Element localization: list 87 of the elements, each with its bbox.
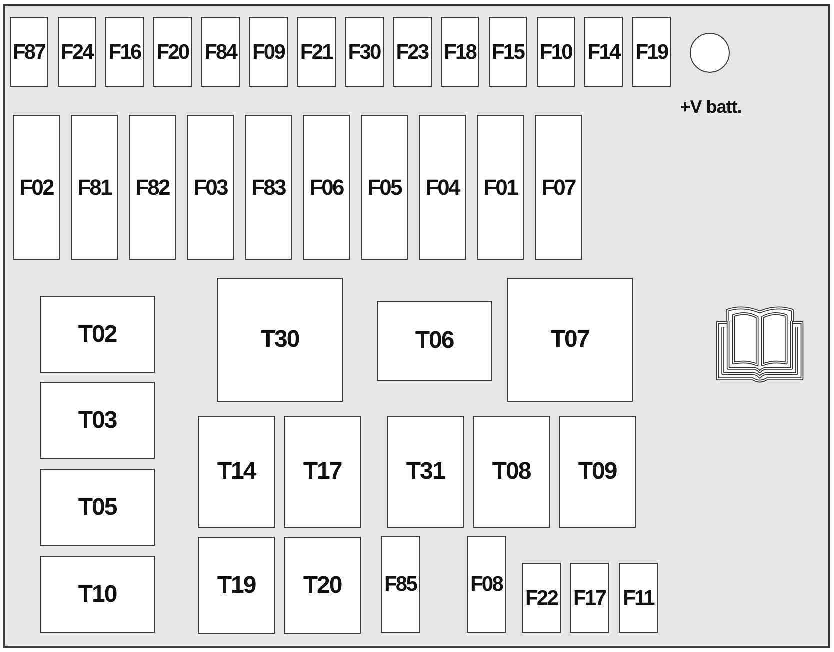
fuse-number: F04 [426, 176, 460, 198]
fuse-slot [570, 563, 609, 633]
fuse-slot [12, 115, 60, 260]
relay-number: T03 [78, 408, 117, 432]
relay-number: T05 [78, 496, 117, 520]
relay-slot [284, 537, 361, 634]
relay-number: T19 [217, 574, 256, 598]
relay-slot [559, 416, 636, 528]
fuse-number: F21 [300, 42, 332, 62]
fuse-number: F24 [60, 42, 93, 62]
fuse-number: F23 [396, 42, 428, 62]
fuse-number: F19 [636, 42, 668, 62]
fuse-number: F87 [12, 42, 45, 62]
fuse-number: F05 [368, 176, 402, 198]
fuse-number: F83 [252, 176, 286, 198]
fuse-slot [584, 17, 624, 87]
fuse-slot [153, 17, 192, 87]
fuse-slot [522, 563, 561, 633]
fuse-slot [128, 115, 176, 260]
fuse-number: F02 [20, 176, 54, 198]
fuse-number: F20 [156, 42, 189, 62]
fuse-slot [632, 17, 672, 87]
relay-slot [40, 296, 155, 373]
relay-slot [40, 556, 155, 633]
relay-slot [473, 416, 550, 528]
relay-number: T30 [260, 328, 300, 352]
fuse-slot [249, 17, 288, 87]
fuse-slot [619, 563, 658, 633]
relay-number: T08 [492, 460, 531, 484]
fuse-number: F11 [623, 588, 654, 608]
fuse-slot [58, 17, 96, 87]
fuse-slot [344, 17, 384, 87]
fuse-slot [440, 17, 480, 87]
relay-number: T02 [78, 322, 117, 346]
fuse-number: F14 [588, 42, 620, 62]
fuse-number: F07 [542, 176, 576, 198]
relay-number: T17 [303, 460, 342, 484]
fuse-number: F82 [136, 176, 170, 198]
fuse-slot [302, 115, 350, 260]
fuse-number: F03 [194, 176, 228, 198]
fuse-slot [244, 115, 292, 260]
relay-slot [387, 416, 464, 528]
relay-slot [198, 537, 275, 634]
fuse-slot [297, 17, 336, 87]
fuse-number: F09 [252, 42, 284, 62]
fuse-number: F08 [470, 574, 502, 595]
relay-number: T20 [303, 574, 342, 598]
relay-number: T14 [217, 460, 256, 484]
fuse-number: F15 [492, 42, 524, 62]
fuse-number: F18 [444, 42, 476, 62]
fuse-slot [360, 115, 408, 260]
fuse-number: F22 [526, 588, 558, 608]
fuse-slot [418, 115, 466, 260]
relay-slot [284, 416, 361, 528]
relay-number: T07 [550, 328, 590, 352]
relay-slot [40, 382, 155, 459]
fuse-slot [70, 115, 118, 260]
relay-slot [198, 416, 275, 528]
relay-slot [217, 278, 343, 402]
fuse-slot [488, 17, 528, 87]
fuse-slot [10, 17, 48, 87]
fuse-number: F84 [204, 42, 237, 62]
fuse-number: F06 [310, 176, 344, 198]
relay-slot [377, 301, 492, 381]
fuse-slot [381, 536, 420, 633]
fuse-number: F16 [108, 42, 141, 62]
fuse-slot [201, 17, 240, 87]
relay-number: T10 [78, 582, 117, 606]
fuse-slot [186, 115, 234, 260]
relay-slot [40, 469, 155, 546]
fuse-number: F85 [384, 574, 416, 595]
relay-number: T06 [415, 329, 454, 353]
relay-number: T31 [406, 460, 445, 484]
fuse-slot [392, 17, 432, 87]
fuse-slot [536, 17, 576, 87]
fuse-number: F30 [348, 42, 380, 62]
relay-slot [507, 278, 633, 402]
fuse-number: F01 [484, 176, 518, 198]
fuse-slot [467, 536, 506, 633]
fuse-number: F10 [540, 42, 572, 62]
relay-number: T09 [578, 460, 617, 484]
fuse-number: F17 [574, 588, 606, 608]
fuse-slot [534, 115, 582, 260]
fuse-number: F81 [78, 176, 112, 198]
fuse-slot [476, 115, 524, 260]
fuse-slot [105, 17, 144, 87]
terminal-label: +V batt. [680, 98, 742, 116]
